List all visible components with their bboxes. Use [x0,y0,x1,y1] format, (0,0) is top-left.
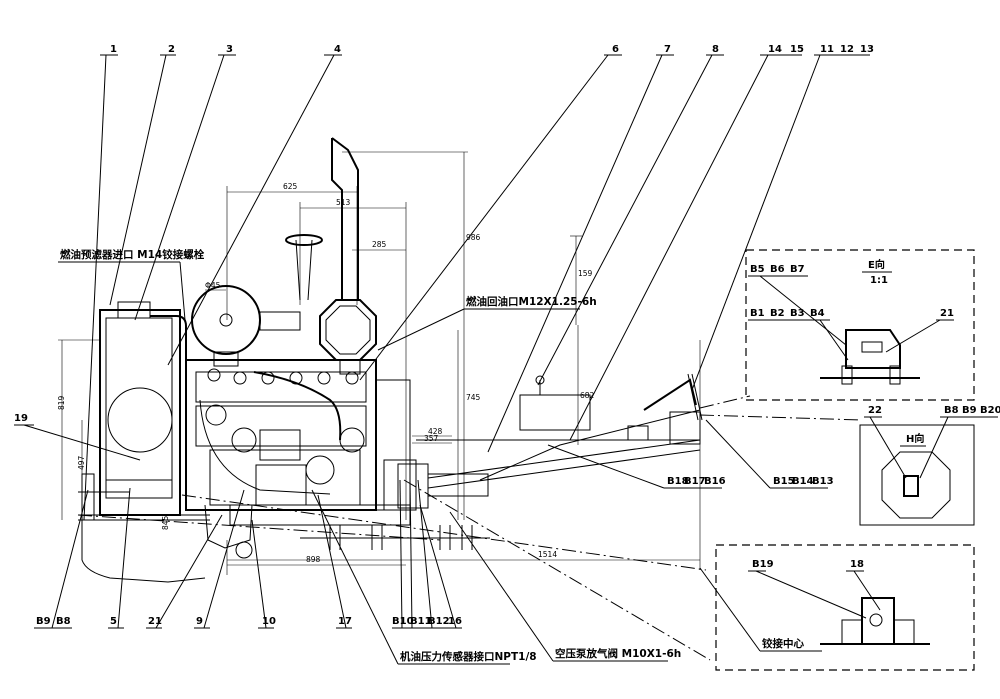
dim-513: 513 [336,198,351,207]
bottom-callout-leaders [14,424,462,629]
e-view-panel: E向 1:1 B5 B6 B7 B1 B2 B3 B4 21 [745,249,975,401]
dim-159: 159 [578,269,593,278]
h-view-b8: B8 [944,405,959,416]
mid-right-callouts: B18 B17 B16 B15 B14 B13 [547,419,834,489]
pedal-assembly [600,373,703,445]
callout-19: 19 [14,413,28,424]
dim-625: 625 [283,182,298,191]
callout-b18: B18 [667,476,689,487]
callout-2: 2 [168,44,175,55]
detail-b19: B19 [752,559,774,570]
e-view-b1: B1 [750,308,765,319]
callout-13: 13 [860,44,874,55]
e-view-b3: B3 [790,308,805,319]
callout-11: 11 [820,44,834,55]
callout-5: 5 [110,616,117,627]
e-view-b6: B6 [770,264,785,275]
h-view-title: H向 [906,432,924,445]
e-view-scale: 1:1 [870,275,888,286]
label-fuel-return: 燃油回油口M12X1.25-6h [466,295,597,308]
dim-819: 819 [57,395,66,410]
radiator [78,301,210,583]
callout-14: 14 [768,44,782,55]
e-view-b7: B7 [790,264,805,275]
callout-b16: B16 [704,476,726,487]
e-view-title: E向 [868,258,885,271]
exhaust-pipe [285,137,359,301]
dim-986: 986 [466,233,481,242]
dim-745: 745 [466,393,481,402]
callout-b10: B10 [392,616,414,627]
bottom-callout-numbers: B9 B8 5 21 9 10 17 B10 B11 B12 16 19 [14,413,462,627]
callout-8: 8 [712,44,719,55]
e-view-21: 21 [940,308,954,319]
callout-b17: B17 [684,476,706,487]
annotation-labels: 燃油预滤器进口 M14铰接螺栓 燃油回油口M12X1.25-6h 机油压力传感器… [58,248,822,665]
callout-12: 12 [840,44,854,55]
dim-497: 497 [77,455,86,470]
label-hinge-center: 铰接中心 [762,637,804,650]
callout-b9: B9 [36,616,51,627]
callout-b13: B13 [812,476,834,487]
h-view-b9: B9 [962,405,977,416]
h-view-b20: B20 [980,405,1000,416]
callout-1: 1 [110,44,117,55]
e-view-b2: B2 [770,308,785,319]
callout-7: 7 [664,44,671,55]
callout-10: 10 [262,616,276,627]
dim-phi45: Φ45 [205,281,221,290]
h-view-panel: 22 H向 B8 B9 B20 [859,405,1000,526]
callout-3: 3 [226,44,233,55]
callout-b14: B14 [792,476,814,487]
dim-285: 285 [372,240,387,249]
label-oil-pressure-sensor: 机油压力传感器接口NPT1/8 [400,650,537,663]
h-view-22: 22 [868,405,882,416]
engine-block [185,359,490,559]
detail-18: 18 [850,559,864,570]
hinge-detail-panel: B19 18 [715,544,975,671]
dimension-lines: 625 513 285 986 745 159 682 Φ45 428 357 [57,151,701,575]
callout-21: 21 [148,616,162,627]
callout-b8: B8 [56,616,71,627]
callout-b12: B12 [428,616,450,627]
e-view-b5: B5 [750,264,765,275]
top-callout-numbers: 1 2 3 4 6 7 8 14 15 11 12 13 [110,44,874,55]
dim-898: 898 [306,555,321,564]
dim-428: 428 [428,427,443,436]
dim-357: 357 [424,434,439,443]
drive-shaft [397,375,701,509]
air-filter-right [319,299,377,375]
top-callout-leaders [83,54,870,521]
e-view-b4: B4 [810,308,825,319]
air-filter-left [191,285,301,367]
dim-845: 845 [161,515,170,530]
callout-b15: B15 [773,476,795,487]
callout-6: 6 [612,44,619,55]
callout-16: 16 [448,616,462,627]
center-lines [77,395,861,661]
dim-1514: 1514 [538,550,557,559]
callout-15: 15 [790,44,804,55]
callout-17: 17 [338,616,352,627]
callout-b11: B11 [410,616,432,627]
label-air-compressor-outlet: 空压泵放气阀 M10X1-6h [555,647,681,660]
callout-9: 9 [196,616,203,627]
label-fuel-filter-inlet: 燃油预滤器进口 M14铰接螺栓 [60,248,205,261]
callout-4: 4 [334,44,341,55]
